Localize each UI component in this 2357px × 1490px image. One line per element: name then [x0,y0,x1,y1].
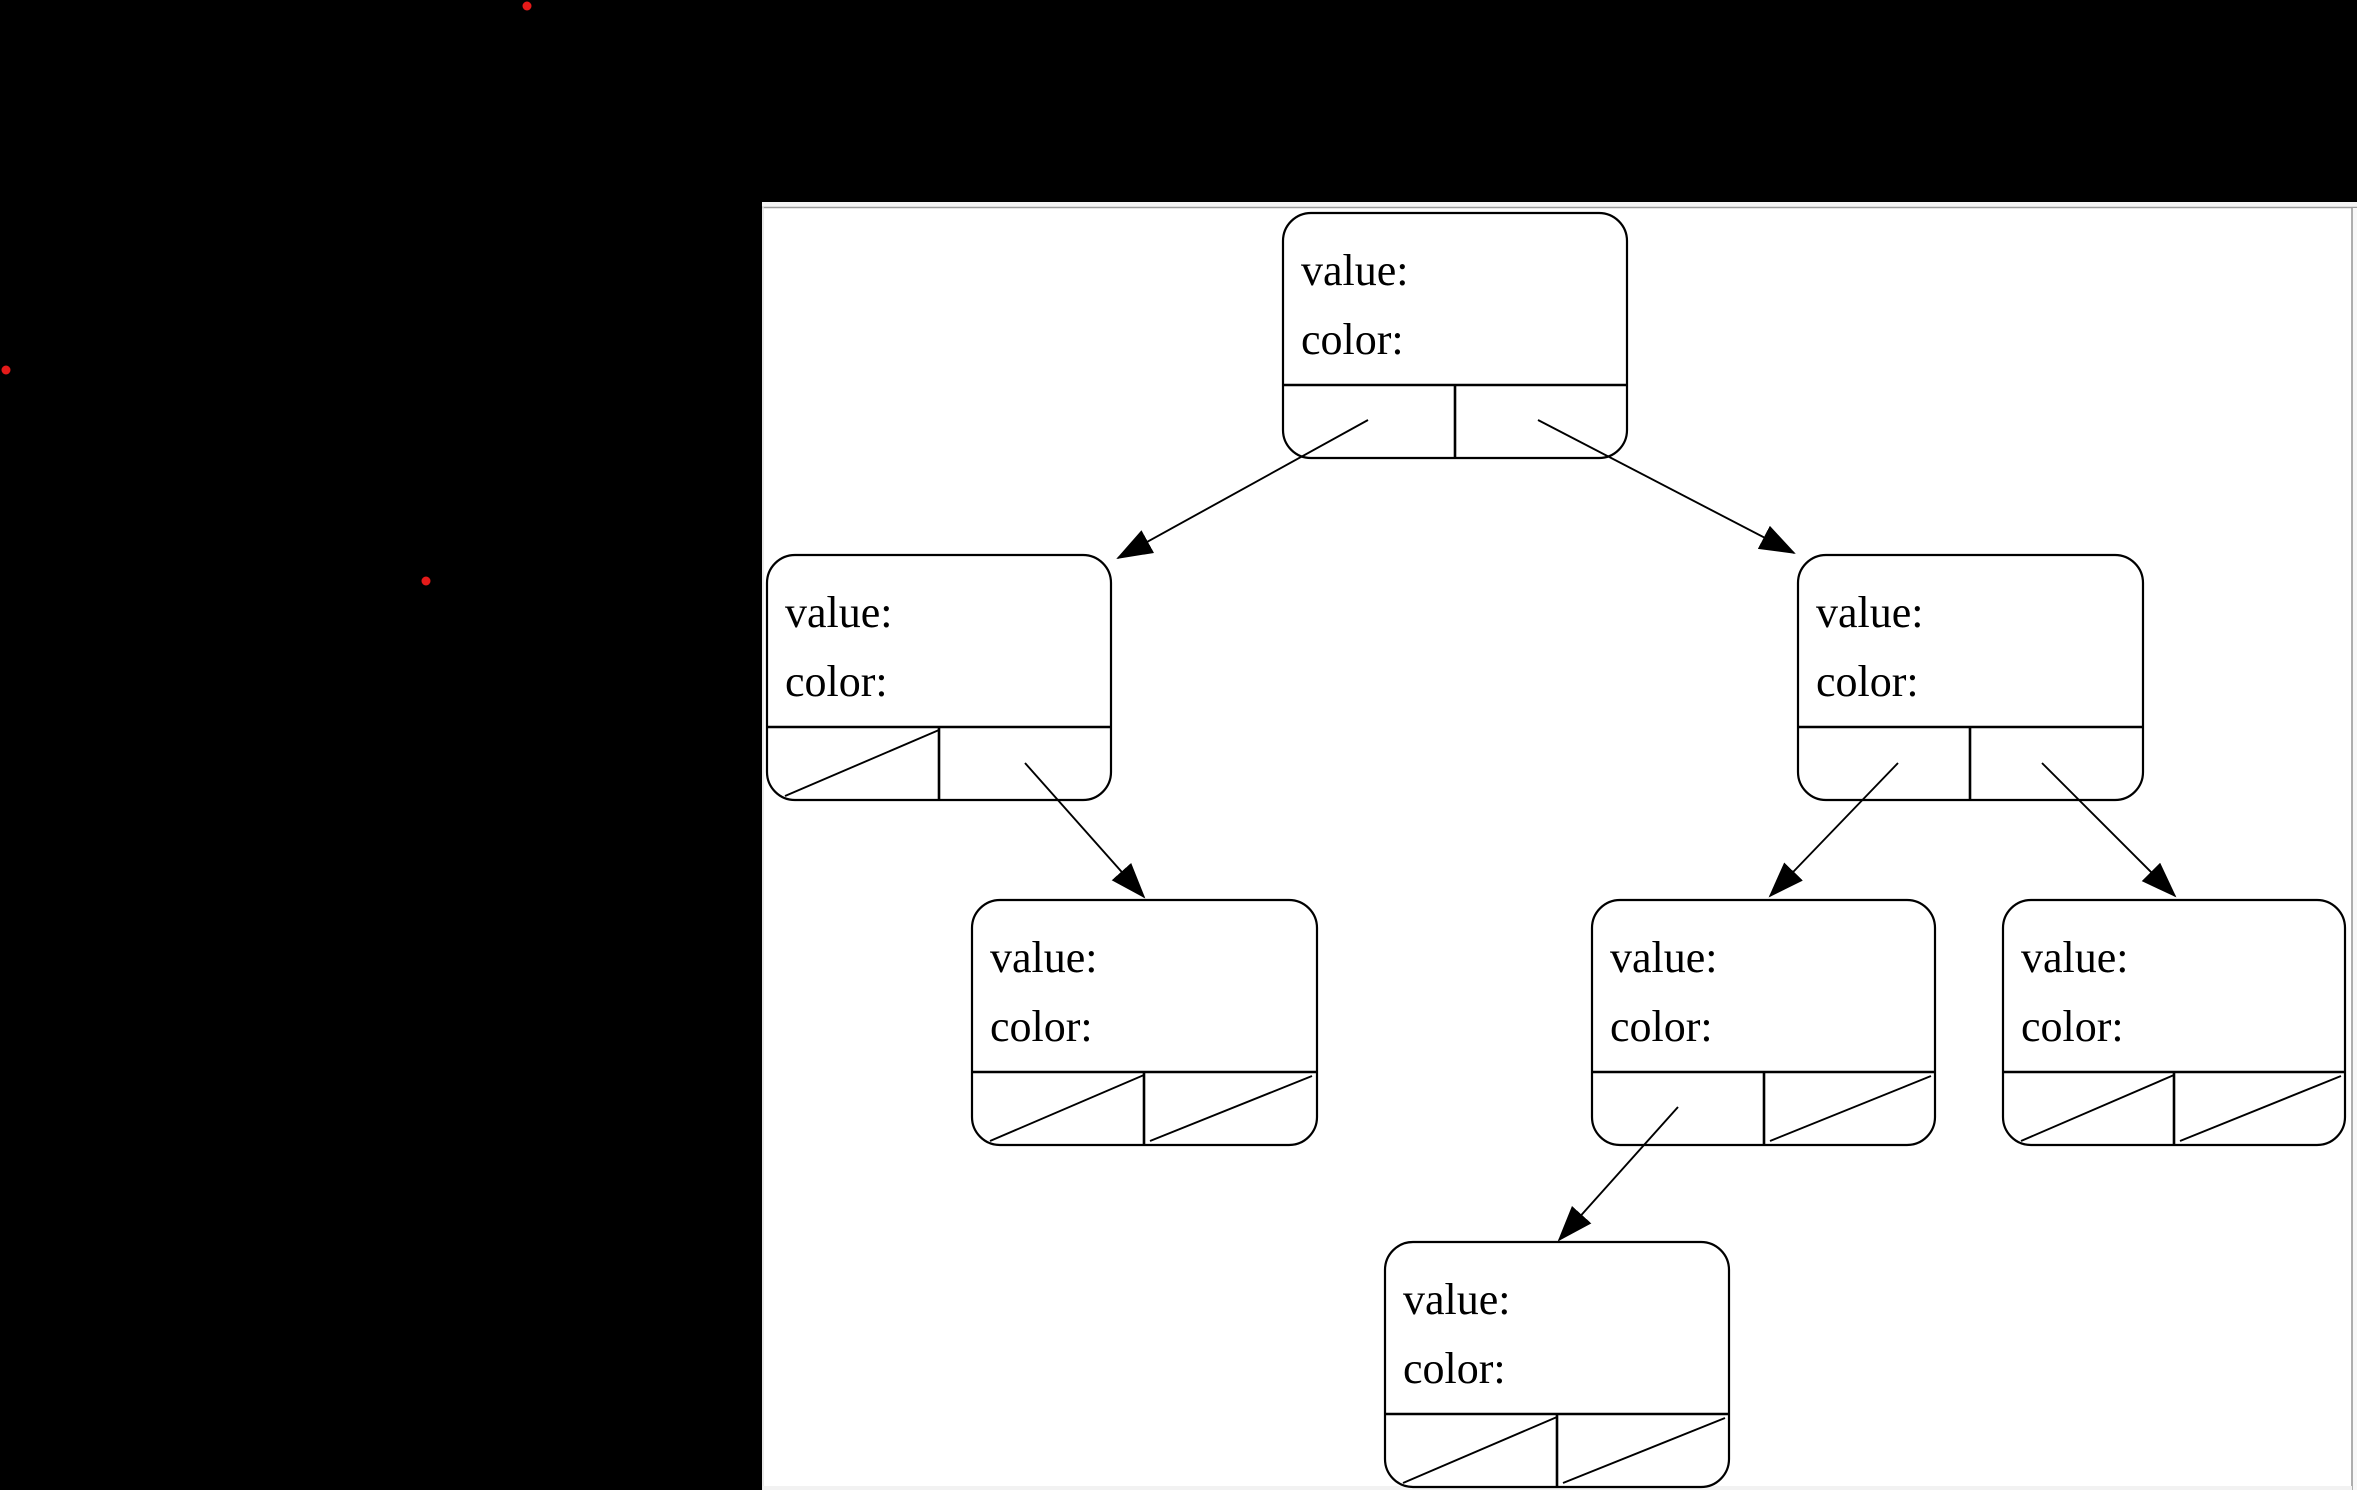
node-value-label: value: [2021,933,2129,982]
node-value-label: value: [1610,933,1718,982]
red-dot [421,576,431,586]
node-color-label: color: [785,657,888,706]
tree-node-right-left: value: color: [1590,898,1937,1147]
node-value-label: value: [1301,246,1409,295]
null-pointer-slash-left [989,1074,1145,1142]
null-pointer-slash-right [2179,1075,2342,1142]
node-value-label: value: [785,588,893,637]
null-pointer-slash-left [784,729,940,797]
node-color-label: color: [1816,657,1919,706]
node-value-label: value: [1403,1275,1511,1324]
tree-node-left: value: color: [765,553,1113,802]
null-pointer-slash-right [1769,1075,1932,1142]
tree-node-left-right: value: color: [970,898,1319,1147]
node-color-label: color: [990,1002,1093,1051]
null-pointer-slash-left [2020,1074,2175,1142]
arrow-right-to-right-right [2041,762,2177,898]
node-color-label: color: [1610,1002,1713,1051]
tree-node-right-right: value: color: [2001,898,2347,1147]
diagram-panel [762,202,2357,1490]
panel-right-strip [2352,208,2357,1490]
panel-top-strip [762,202,2357,207]
arrow-right-to-right-left [1768,762,1899,898]
node-color-label: color: [1301,315,1404,364]
node-color-label: color: [1403,1344,1506,1393]
arrow-root-to-right [1537,419,1796,554]
null-pointer-slash-right [1149,1075,1313,1142]
node-value-label: value: [990,933,1098,982]
tree-node-right: value: color: [1796,553,2145,802]
node-value-label: value: [1816,588,1924,637]
tree-node-bottom: value: color: [1383,1240,1731,1489]
null-pointer-slash-right [1562,1417,1726,1484]
red-dot [1,365,11,375]
red-dots [1,1,532,586]
pointer-arrows [1024,419,2177,1242]
arrow-root-to-left [1116,419,1369,559]
arrow-right-left-to-bottom [1557,1106,1679,1242]
node-color-label: color: [2021,1002,2124,1051]
red-dot [522,1,532,11]
arrow-left-to-left-right [1024,762,1146,899]
tree-node-root: value: color: [1281,211,1629,460]
null-pointer-slash-left [1402,1416,1558,1484]
panel-surface [762,202,2357,1490]
